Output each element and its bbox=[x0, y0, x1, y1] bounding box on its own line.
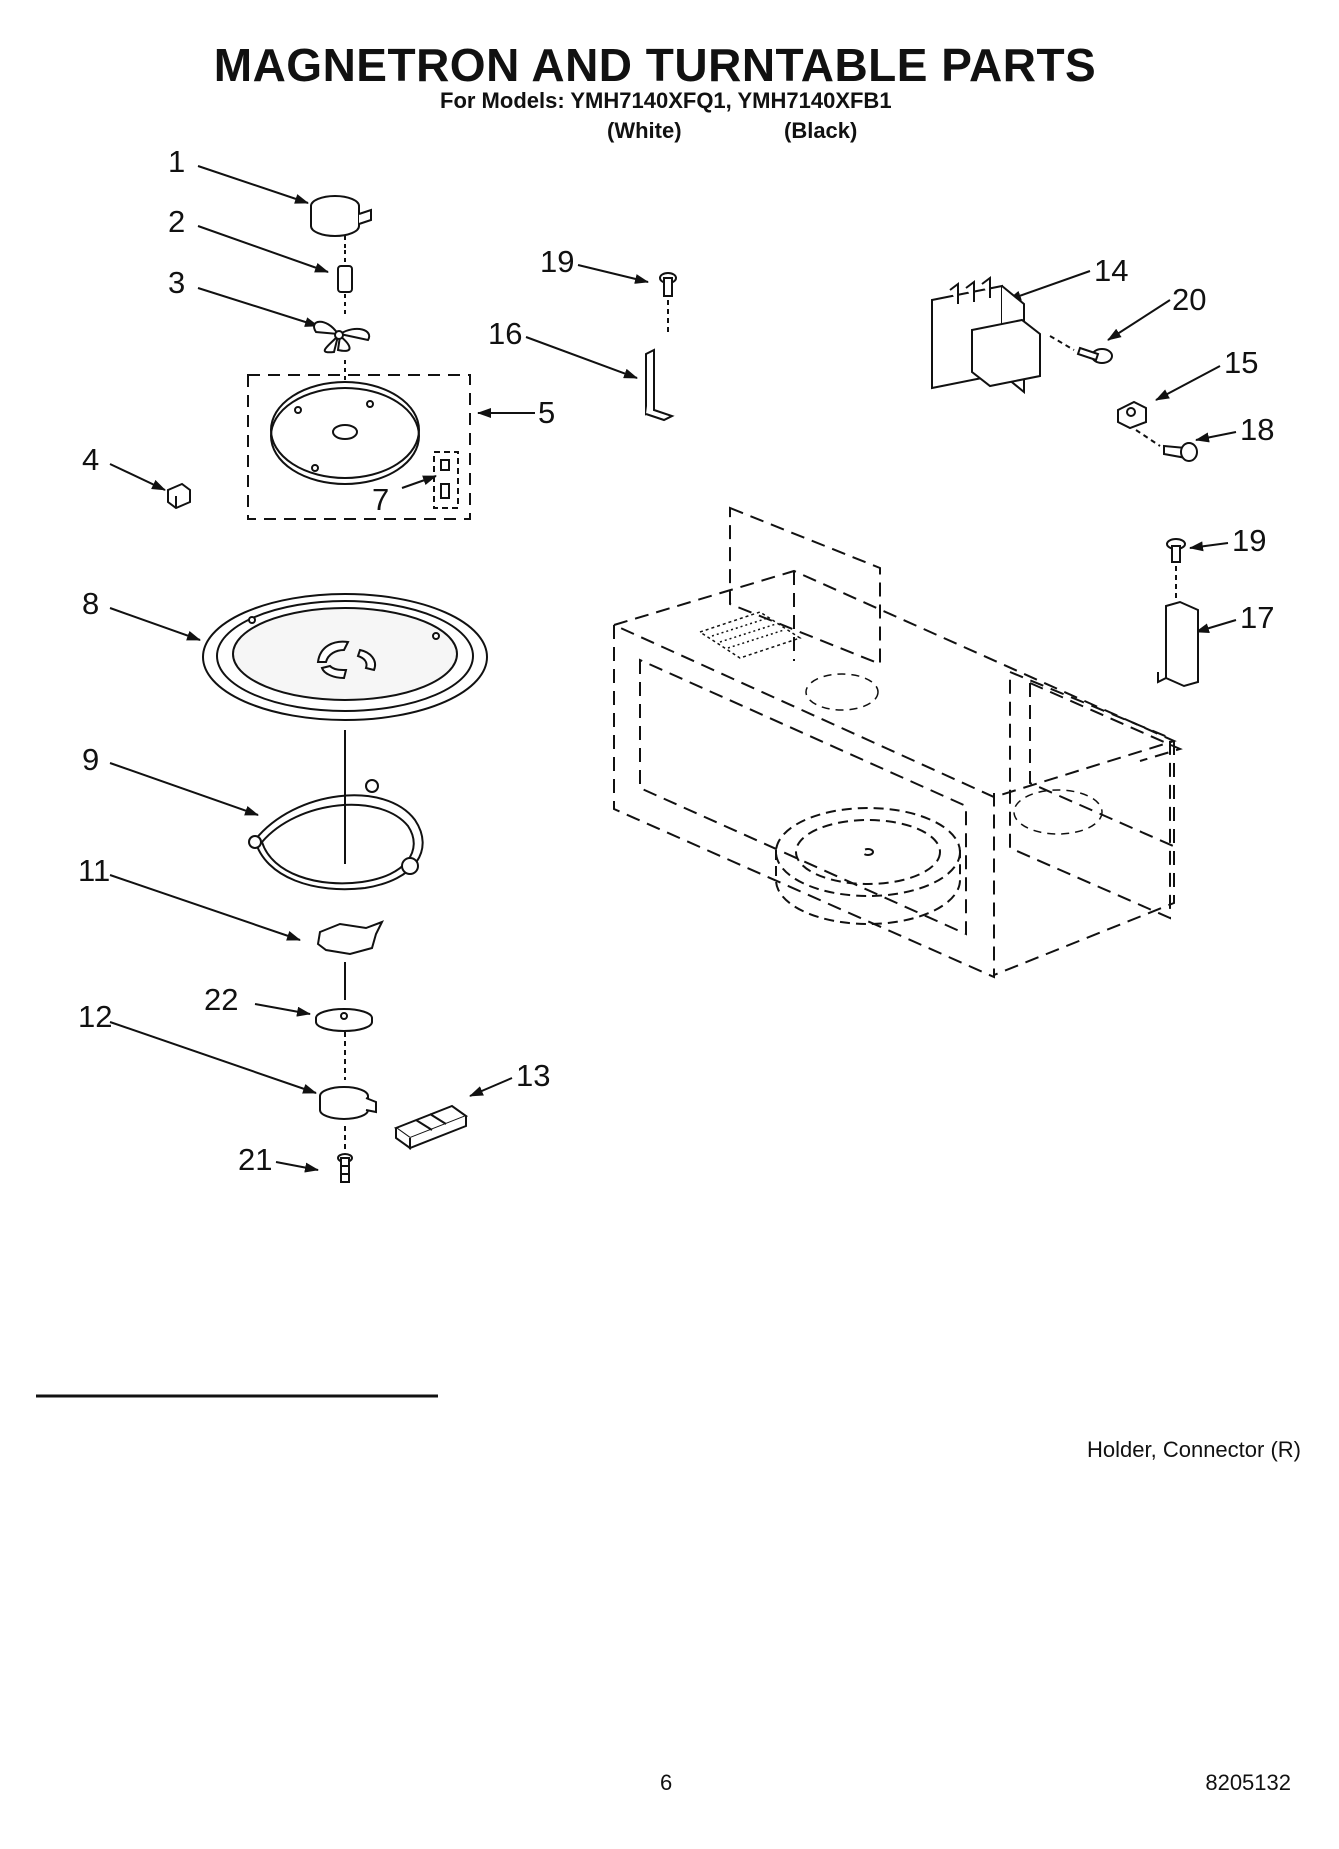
part-22-washer bbox=[315, 1008, 373, 1080]
part-5-stirrer-cover-kit bbox=[247, 374, 471, 520]
part-4-clip bbox=[167, 482, 191, 510]
callout-18: 18 bbox=[1240, 412, 1274, 447]
part-1-stirrer-motor bbox=[310, 195, 372, 248]
part-19-screw-right bbox=[1166, 538, 1186, 598]
part-19-screw-top bbox=[659, 272, 677, 336]
models-line: For Models: YMH7140XFQ1, YMH7140XFB1 bbox=[440, 88, 892, 113]
callout-1: 1 bbox=[168, 144, 185, 179]
callout-12: 12 bbox=[78, 999, 112, 1034]
callout-9: 9 bbox=[82, 742, 99, 777]
callout-15: 15 bbox=[1224, 345, 1258, 380]
callout-21: 21 bbox=[238, 1142, 272, 1177]
callout-13: 13 bbox=[516, 1058, 550, 1093]
callout-5: 5 bbox=[538, 395, 555, 430]
callout-17: 17 bbox=[1240, 600, 1274, 635]
callout-20: 20 bbox=[1172, 282, 1206, 317]
callout-8: 8 bbox=[82, 586, 99, 621]
part-9-roller-ring bbox=[248, 779, 424, 891]
oven-cavity-outline bbox=[611, 506, 1183, 979]
footnote-text: Holder, Connector (R) bbox=[1087, 1437, 1301, 1462]
part-3-stirrer-blade bbox=[313, 320, 371, 380]
callout-19-right: 19 bbox=[1232, 523, 1266, 558]
part-20-screw bbox=[1076, 346, 1113, 364]
variant-white: (White) bbox=[607, 118, 682, 143]
part-15-thermal-cutoff bbox=[1117, 400, 1161, 447]
callout-14: 14 bbox=[1094, 253, 1128, 288]
part-11-turntable-coupler bbox=[316, 920, 385, 1000]
page-number: 6 bbox=[660, 1770, 673, 1795]
part-17-bracket bbox=[1157, 600, 1199, 688]
part-2-coupler bbox=[337, 250, 353, 318]
part-13-connector-holder bbox=[393, 1104, 469, 1150]
part-8-turntable-tray bbox=[202, 593, 488, 721]
callout-labels: 1 2 3 4 5 7 8 9 11 22 12 21 13 19 16 14 … bbox=[78, 144, 1274, 1177]
part-18-screw bbox=[1163, 442, 1198, 462]
callout-2: 2 bbox=[168, 204, 185, 239]
part-21-screw bbox=[337, 1153, 353, 1183]
oven-turntable-outline bbox=[775, 807, 961, 925]
document-number: 8205132 bbox=[1205, 1770, 1291, 1795]
variant-black: (Black) bbox=[784, 118, 858, 143]
part-16-bracket bbox=[645, 348, 675, 422]
callout-22: 22 bbox=[204, 982, 238, 1017]
part-12-turntable-motor bbox=[319, 1086, 377, 1150]
page-title: MAGNETRON AND TURNTABLE PARTS bbox=[213, 39, 1097, 91]
oven-vent-grille bbox=[698, 611, 1103, 835]
callout-11: 11 bbox=[78, 853, 110, 888]
callout-4: 4 bbox=[82, 442, 99, 477]
callout-16: 16 bbox=[488, 316, 522, 351]
leader-arrows bbox=[109, 165, 1237, 1173]
callout-7: 7 bbox=[372, 482, 389, 517]
part-14-magnetron bbox=[931, 276, 1075, 395]
callout-19-top: 19 bbox=[540, 244, 574, 279]
callout-3: 3 bbox=[168, 265, 185, 300]
